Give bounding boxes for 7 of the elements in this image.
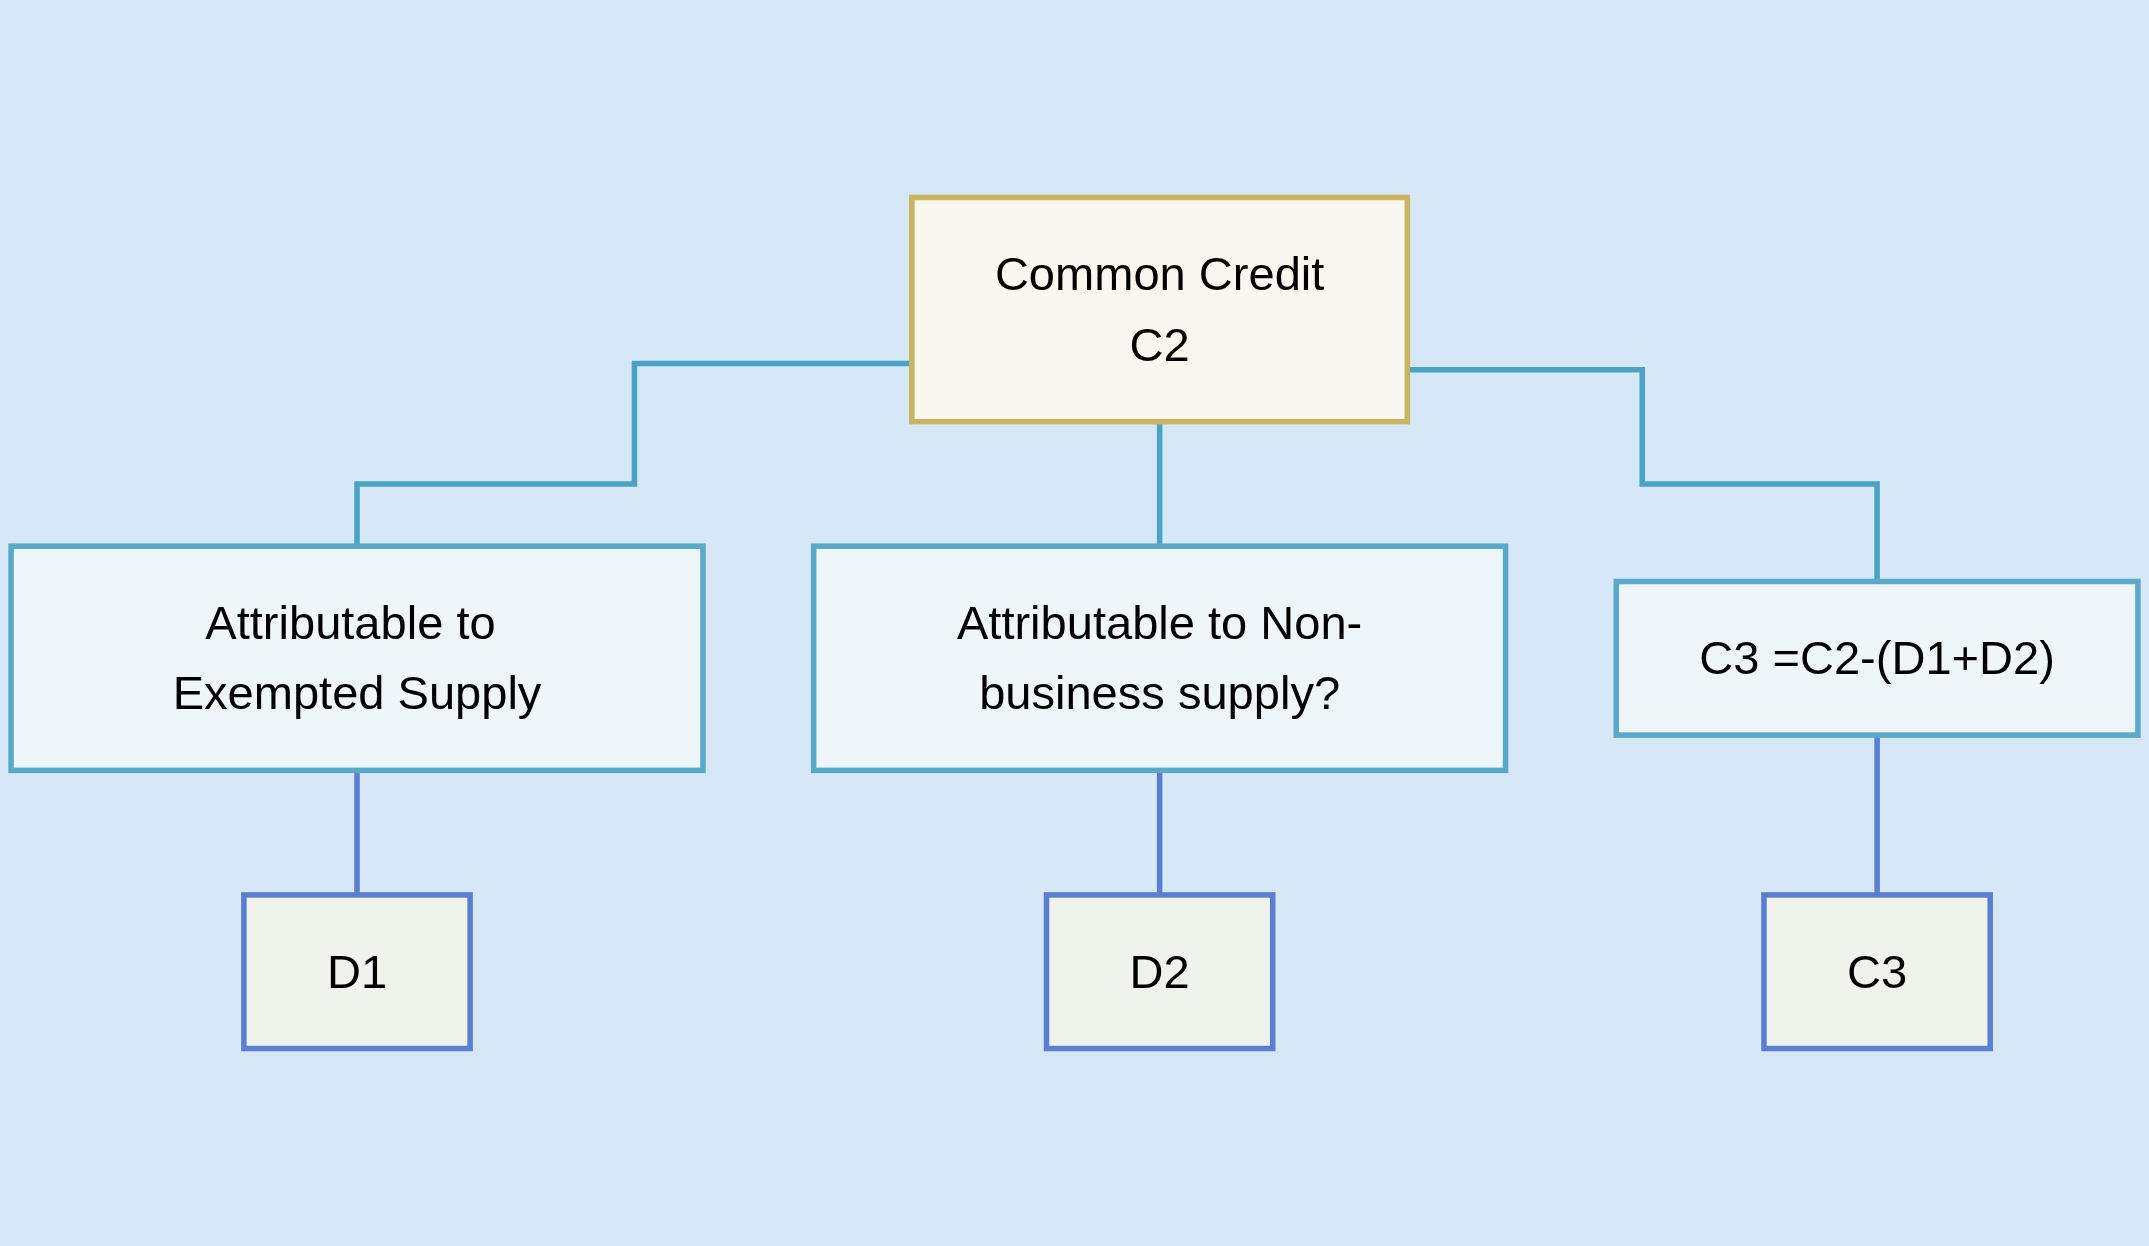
node-box: D1 (241, 892, 473, 1052)
node-box: D2 (1043, 892, 1276, 1052)
node-box: Attributable to Exempted Supply (8, 543, 706, 774)
node-box: C3 (1761, 892, 1993, 1052)
node-box: Attributable to Non-business supply? (810, 543, 1509, 774)
node-box: Common Credit C2 (909, 194, 1411, 425)
node-box: C3 =C2-(D1+D2) (1613, 578, 2141, 738)
